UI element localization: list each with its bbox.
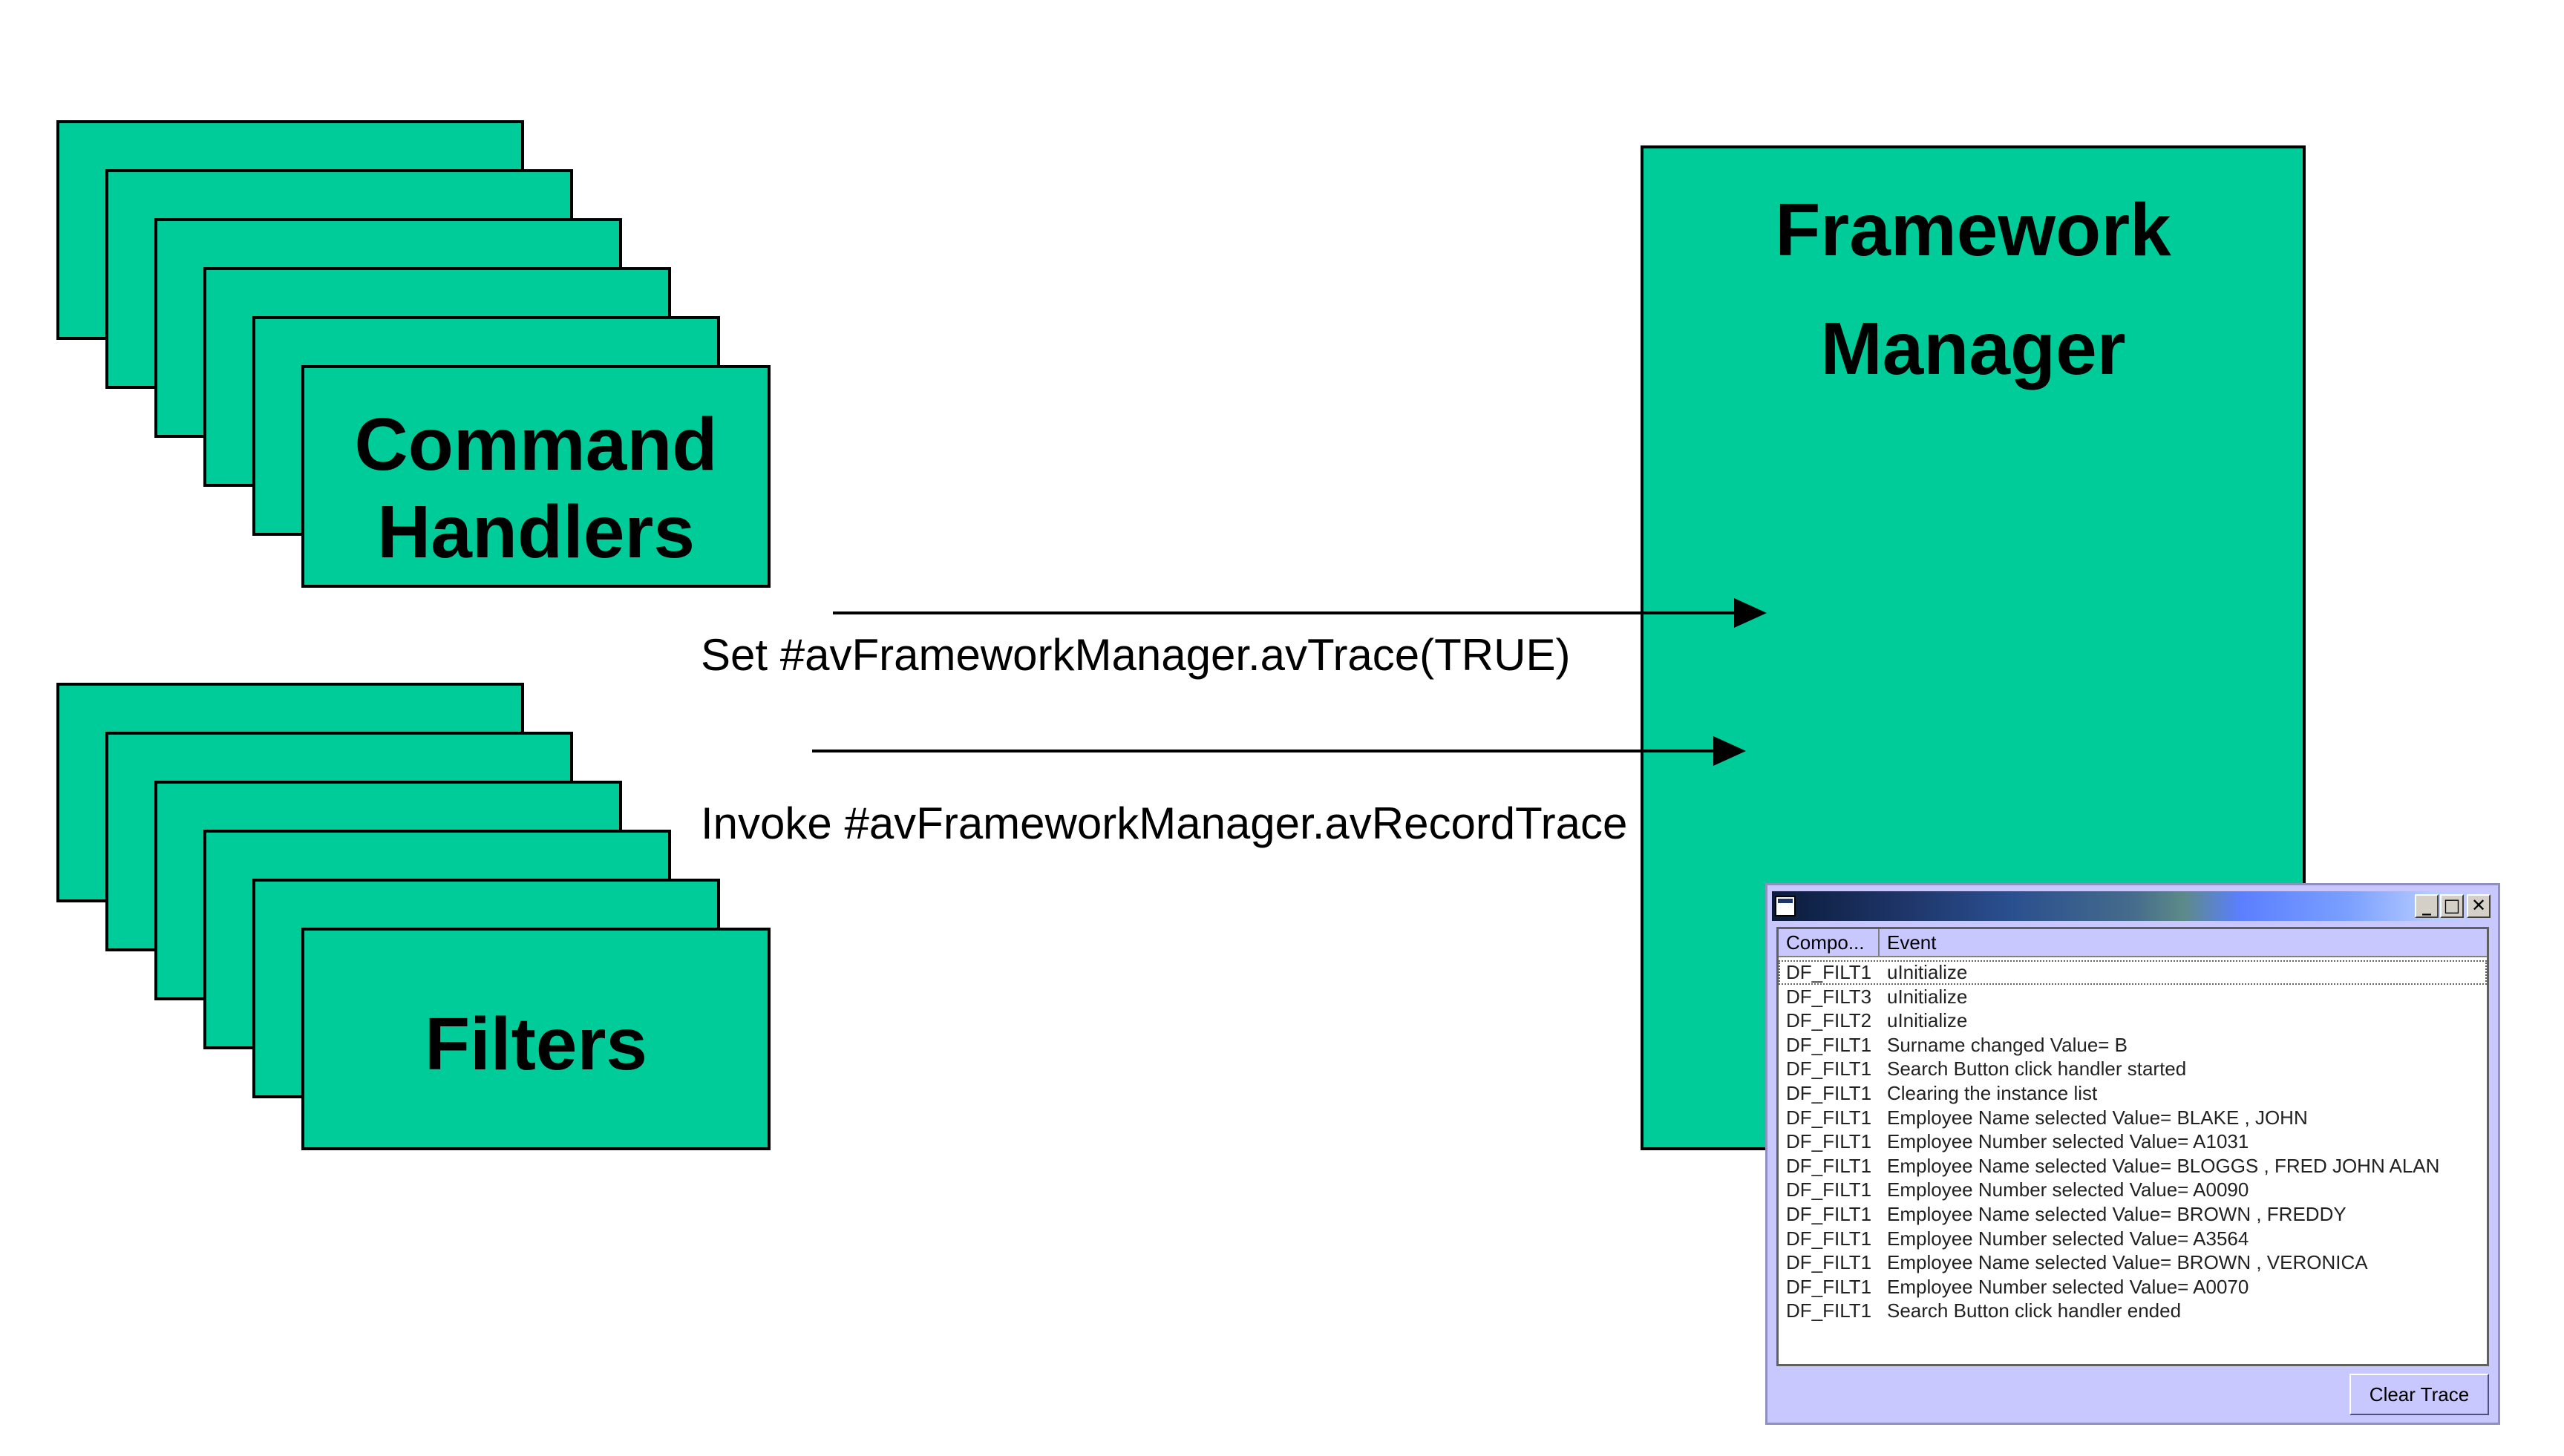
trace-event: uInitialize <box>1887 985 1968 1008</box>
trace-window-titlebar[interactable]: _ □ ✕ <box>1772 891 2493 921</box>
trace-component: DF_FILT1 <box>1786 1251 1872 1274</box>
trace-row[interactable]: DF_FILT1 Search Button click handler ende… <box>1779 1299 2487 1323</box>
trace-event: Search Button click handler ended <box>1887 1299 2182 1322</box>
trace-row[interactable]: DF_FILT1 Employee Name selected Value= BL… <box>1779 1106 2487 1130</box>
trace-event: Employee Number selected Value= A0090 <box>1887 1178 2249 1201</box>
trace-row[interactable]: DF_FILT1 Employee Name selected Value= BL… <box>1779 1154 2487 1178</box>
arrow-set-trace <box>833 598 1767 628</box>
trace-component: DF_FILT1 <box>1786 1202 1872 1225</box>
command-handlers-label-line1: Command <box>354 403 718 486</box>
trace-component: DF_FILT2 <box>1786 1009 1872 1032</box>
trace-component: DF_FILT3 <box>1786 985 1872 1008</box>
trace-component: DF_FILT1 <box>1786 1154 1872 1177</box>
trace-event: Clearing the instance list <box>1887 1081 2098 1104</box>
trace-row[interactable]: DF_FILT1 Employee Name selected Value= BR… <box>1779 1202 2487 1227</box>
trace-row[interactable]: DF_FILT1 Employee Number selected Value= … <box>1779 1227 2487 1251</box>
trace-row[interactable]: DF_FILT1 Employee Number selected Value= … <box>1779 1129 2487 1154</box>
maximize-button[interactable]: □ <box>2440 894 2464 918</box>
trace-row[interactable]: DF_FILT3 uInitialize <box>1779 985 2487 1009</box>
close-button[interactable]: ✕ <box>2467 894 2491 918</box>
trace-window: _ □ ✕ Compo... Event DF_FILT1 uInitialize… <box>1765 883 2500 1425</box>
trace-row[interactable]: DF_FILT2 uInitialize <box>1779 1009 2487 1033</box>
trace-event: Employee Number selected Value= A1031 <box>1887 1130 2249 1153</box>
trace-event: Employee Name selected Value= BLAKE , JO… <box>1887 1106 2308 1129</box>
trace-component: DF_FILT1 <box>1786 1106 1872 1129</box>
trace-event: Surname changed Value= B <box>1887 1033 2128 1056</box>
column-header-component[interactable]: Compo... <box>1779 929 1880 956</box>
clear-trace-button[interactable]: Clear Trace <box>2349 1374 2489 1415</box>
filters-label: Filters <box>424 1003 648 1086</box>
record-trace-label: Invoke #avFrameworkManager.avRecordTrace <box>701 798 1628 848</box>
framework-manager-label: Framework Manager <box>1775 188 2171 390</box>
trace-event: Search Button click handler started <box>1887 1057 2187 1080</box>
trace-component: DF_FILT1 <box>1786 1178 1872 1201</box>
trace-component: DF_FILT1 <box>1786 1227 1872 1250</box>
trace-component: DF_FILT1 <box>1786 1033 1872 1056</box>
trace-row[interactable]: DF_FILT1 Clearing the instance list <box>1779 1081 2487 1106</box>
trace-component: DF_FILT1 <box>1786 1057 1872 1080</box>
trace-component: DF_FILT1 <box>1786 1081 1872 1104</box>
trace-list[interactable]: Compo... Event DF_FILT1 uInitialize DF_FI… <box>1776 927 2489 1366</box>
trace-event: Employee Name selected Value= BROWN , FR… <box>1887 1202 2346 1225</box>
trace-component: DF_FILT1 <box>1786 1299 1872 1322</box>
minimize-button[interactable]: _ <box>2415 894 2439 918</box>
trace-component: DF_FILT1 <box>1786 1130 1872 1153</box>
set-trace-label: Set #avFrameworkManager.avTrace(TRUE) <box>701 630 1571 680</box>
trace-event: Employee Name selected Value= BLOGGS , F… <box>1887 1154 2440 1177</box>
trace-row[interactable]: DF_FILT1 Search Button click handler star… <box>1779 1057 2487 1081</box>
trace-row[interactable]: DF_FILT1 Employee Name selected Value= BR… <box>1779 1250 2487 1275</box>
trace-event: Employee Number selected Value= A0070 <box>1887 1275 2249 1298</box>
command-handlers-label-line2: Handlers <box>377 491 695 574</box>
trace-component: DF_FILT1 <box>1786 961 1872 983</box>
trace-row[interactable]: DF_FILT1 Surname changed Value= B <box>1779 1033 2487 1057</box>
trace-event: Employee Name selected Value= BROWN , VE… <box>1887 1251 2368 1274</box>
column-header-event[interactable]: Event <box>1887 931 1937 954</box>
filter-card-front: Filters <box>301 928 771 1150</box>
trace-row[interactable]: DF_FILT1 uInitialize <box>1779 960 2487 985</box>
command-handler-card-front: Command Handlers <box>301 365 771 588</box>
trace-component: DF_FILT1 <box>1786 1275 1872 1298</box>
trace-event: uInitialize <box>1887 961 1968 983</box>
trace-row[interactable]: DF_FILT1 Employee Number selected Value= … <box>1779 1178 2487 1202</box>
trace-event: Employee Number selected Value= A3564 <box>1887 1227 2249 1250</box>
trace-row[interactable]: DF_FILT1 Employee Number selected Value= … <box>1779 1275 2487 1299</box>
trace-list-header: Compo... Event <box>1779 929 2487 957</box>
window-icon[interactable] <box>1775 896 1796 916</box>
trace-event: uInitialize <box>1887 1009 1968 1032</box>
arrow-record-trace <box>812 736 1746 766</box>
